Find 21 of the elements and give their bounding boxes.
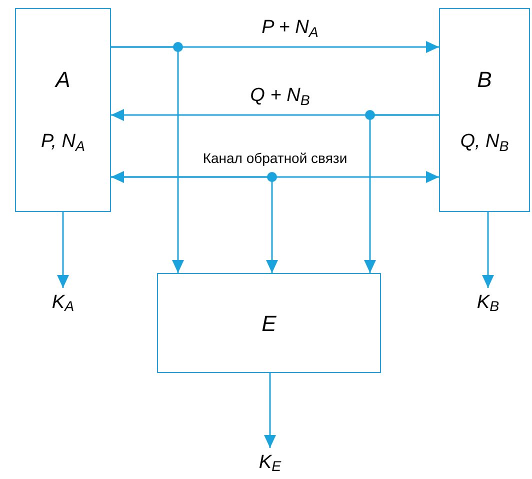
arrow	[111, 176, 278, 273]
arrow	[111, 171, 439, 183]
box-title: E	[262, 310, 276, 338]
arrow	[57, 212, 69, 288]
arrow	[264, 373, 276, 448]
box-label: Q, N$_{B}$	[460, 130, 509, 157]
process-box	[157, 273, 381, 373]
output-label: K$_{E}$	[258, 450, 282, 478]
process-box	[15, 8, 111, 212]
arrow	[482, 212, 494, 288]
output-label: K$_{B}$	[476, 290, 500, 318]
output-label: K$_{A}$	[52, 290, 74, 318]
process-box	[439, 8, 530, 212]
box-label: P, N$_{A}$	[40, 130, 86, 157]
edge-label: P + N$_{A}$	[262, 16, 318, 40]
edge-label: Канал обратной связи	[202, 149, 348, 168]
edge-label: Q + N$_{B}$	[250, 84, 310, 108]
box-title: A	[56, 66, 70, 94]
arrow	[364, 114, 439, 273]
arrow	[111, 46, 184, 273]
box-title: B	[477, 66, 492, 94]
